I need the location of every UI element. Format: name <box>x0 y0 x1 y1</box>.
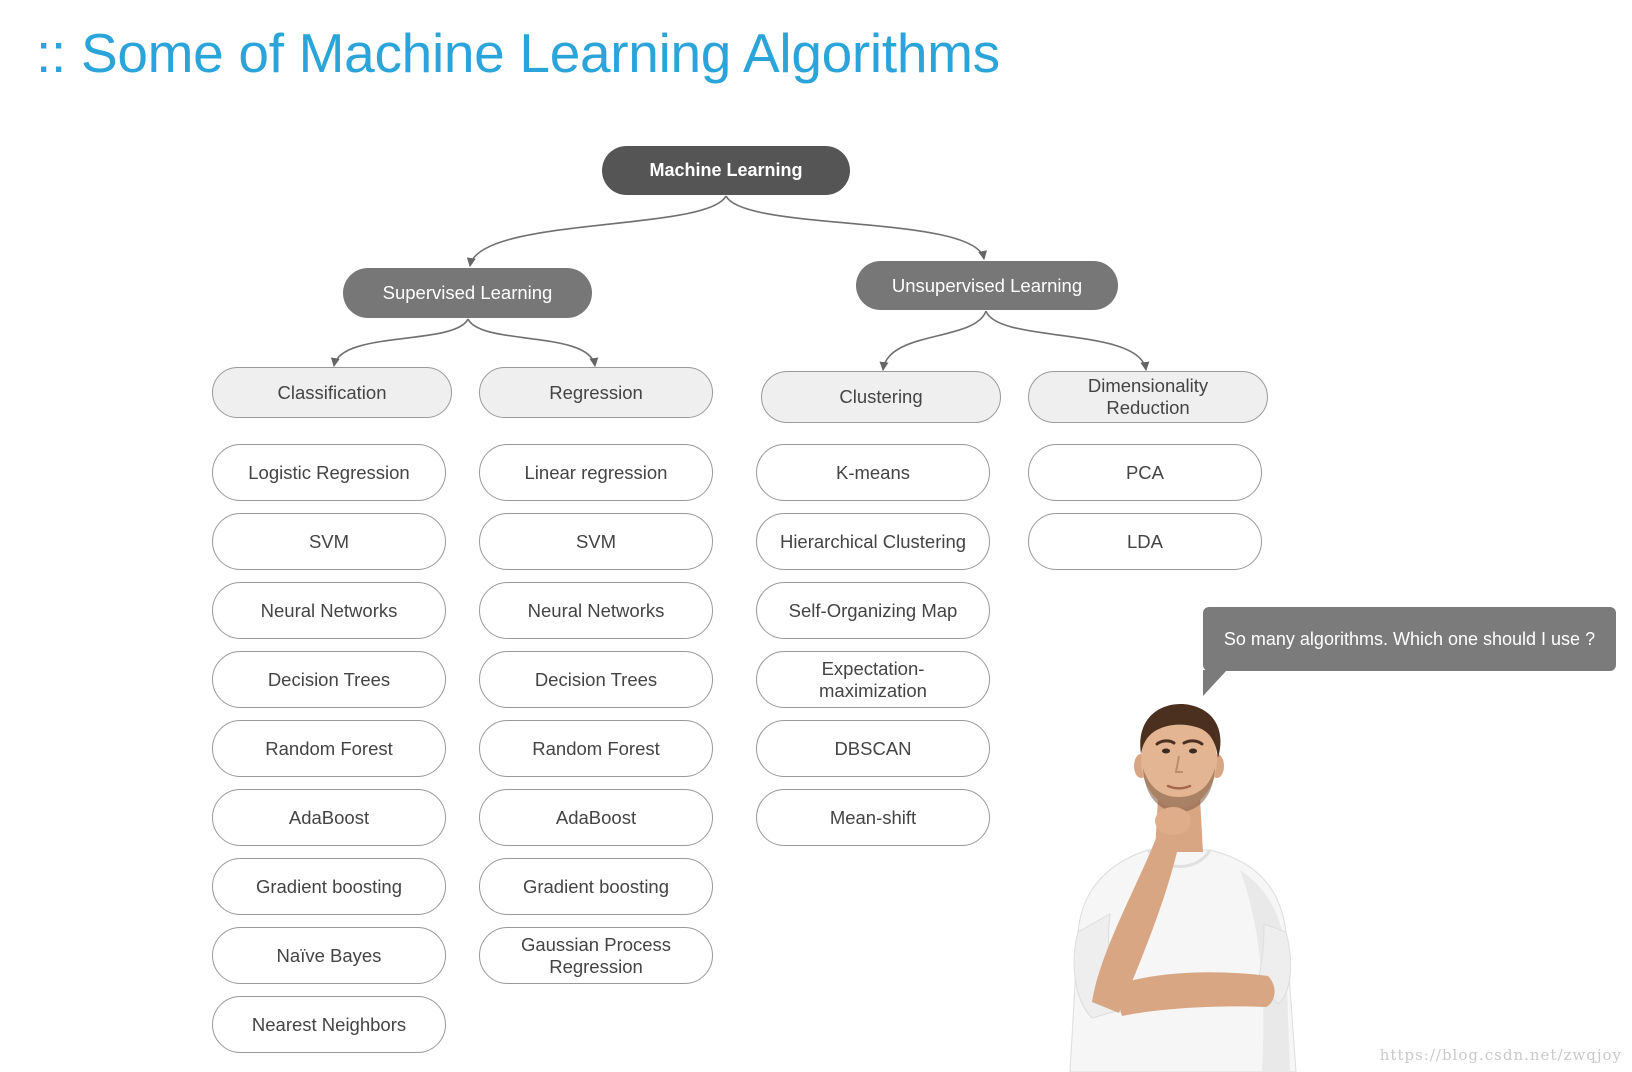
algorithm-label: PCA <box>1125 461 1165 483</box>
beard <box>1143 768 1215 812</box>
thinking-person-illustration <box>1069 704 1297 1072</box>
regression-label: Regression <box>549 381 643 403</box>
algorithm-label: AdaBoost <box>555 806 637 828</box>
regression-algorithm-node: Gradient boosting <box>479 858 713 915</box>
algorithm-label: Naïve Bayes <box>276 944 382 966</box>
clustering-label: Clustering <box>839 386 923 408</box>
hand-on-chin <box>1155 807 1191 835</box>
classification-algorithm-node: AdaBoost <box>212 789 446 846</box>
algorithm-label: Nearest Neighbors <box>251 1013 407 1035</box>
classification-algorithm-node: Decision Trees <box>212 651 446 708</box>
algorithm-label: Linear regression <box>524 461 668 483</box>
algorithm-label: Self-Organizing Map <box>788 599 958 621</box>
algorithm-label: Gradient boosting <box>522 875 670 897</box>
classification-node: Classification <box>212 367 452 418</box>
regression-algorithm-node: SVM <box>479 513 713 570</box>
unsupervised-learning-node: Unsupervised Learning <box>856 261 1118 310</box>
classification-label: Classification <box>277 381 387 403</box>
page-title: :: Some of Machine Learning Algorithms <box>36 22 1000 84</box>
regression-algorithm-node: Linear regression <box>479 444 713 501</box>
algorithm-label: Neural Networks <box>527 599 665 621</box>
clustering-algorithm-node: Expectation-maximization <box>756 651 990 708</box>
algorithm-label: Hierarchical Clustering <box>779 530 967 552</box>
classification-algorithm-node: Logistic Regression <box>212 444 446 501</box>
left-eye <box>1162 748 1170 754</box>
algorithm-label: Gradient boosting <box>255 875 403 897</box>
connector-unsupervised-to-clustering <box>879 310 987 371</box>
regression-algorithm-node: Neural Networks <box>479 582 713 639</box>
algorithm-label: Logistic Regression <box>248 461 410 483</box>
algorithm-label: Gaussian Process Regression <box>520 933 672 977</box>
classification-algorithm-node: Random Forest <box>212 720 446 777</box>
nose <box>1174 755 1183 773</box>
connector-unsupervised-to-dimensionality-reduction <box>985 310 1150 371</box>
algorithm-label: Mean-shift <box>829 806 917 828</box>
classification-algorithm-node: SVM <box>212 513 446 570</box>
connector-root-to-supervised <box>466 195 727 267</box>
algorithm-label: DBSCAN <box>834 737 912 759</box>
algorithm-label: AdaBoost <box>288 806 370 828</box>
right-eye <box>1189 748 1197 754</box>
root-node-label: Machine Learning <box>649 160 803 180</box>
regression-algorithm-node: AdaBoost <box>479 789 713 846</box>
connector-supervised-to-classification <box>330 318 469 367</box>
algorithm-label: Random Forest <box>265 737 393 759</box>
algorithm-label: Neural Networks <box>260 599 398 621</box>
connector-supervised-to-regression <box>467 318 599 367</box>
mouth <box>1166 784 1192 790</box>
algorithm-label: SVM <box>575 530 617 552</box>
dimensionality-reduction-algorithm-node: PCA <box>1028 444 1262 501</box>
classification-algorithm-node: Naïve Bayes <box>212 927 446 984</box>
classification-algorithm-node: Neural Networks <box>212 582 446 639</box>
supervised-learning-node: Supervised Learning <box>343 268 592 318</box>
clustering-algorithm-node: K-means <box>756 444 990 501</box>
algorithm-label: Decision Trees <box>267 668 391 690</box>
eyebrows <box>1155 739 1204 746</box>
speech-bubble-tail <box>1203 670 1227 696</box>
root-node: Machine Learning <box>602 146 850 195</box>
algorithm-label: K-means <box>835 461 911 483</box>
classification-algorithm-node: Nearest Neighbors <box>212 996 446 1053</box>
clustering-node: Clustering <box>761 371 1001 423</box>
algorithm-label: Expectation-maximization <box>819 657 927 701</box>
algorithm-label: SVM <box>308 530 350 552</box>
watermark: https://blog.csdn.net/zwqjoy <box>1379 1046 1622 1064</box>
speech-bubble: So many algorithms. Which one should I u… <box>1203 607 1616 671</box>
clustering-algorithm-node: Hierarchical Clustering <box>756 513 990 570</box>
algorithm-label: LDA <box>1127 530 1163 552</box>
unsupervised-learning-label: Unsupervised Learning <box>891 274 1083 296</box>
speech-bubble-text: So many algorithms. Which one should I u… <box>1223 628 1596 649</box>
dimensionality-reduction-algorithm-list: PCA LDA <box>1028 444 1262 570</box>
crossed-arm <box>1112 972 1275 1016</box>
regression-node: Regression <box>479 367 713 418</box>
algorithm-label: Random Forest <box>532 737 660 759</box>
clustering-algorithm-node: Mean-shift <box>756 789 990 846</box>
hair <box>1140 704 1221 758</box>
regression-algorithm-node: Decision Trees <box>479 651 713 708</box>
dimensionality-reduction-algorithm-node: LDA <box>1028 513 1262 570</box>
clustering-algorithm-node: DBSCAN <box>756 720 990 777</box>
raised-forearm <box>1092 828 1181 1013</box>
supervised-learning-label: Supervised Learning <box>382 282 553 303</box>
dimensionality-reduction-label: Dimensionality Reduction <box>1087 375 1209 418</box>
regression-algorithm-node: Random Forest <box>479 720 713 777</box>
classification-algorithm-node: Gradient boosting <box>212 858 446 915</box>
connector-root-to-unsupervised <box>725 195 987 260</box>
dimensionality-reduction-node: Dimensionality Reduction <box>1028 371 1268 423</box>
regression-algorithm-node: Gaussian Process Regression <box>479 927 713 984</box>
algorithm-label: Decision Trees <box>534 668 658 690</box>
clustering-algorithm-node: Self-Organizing Map <box>756 582 990 639</box>
